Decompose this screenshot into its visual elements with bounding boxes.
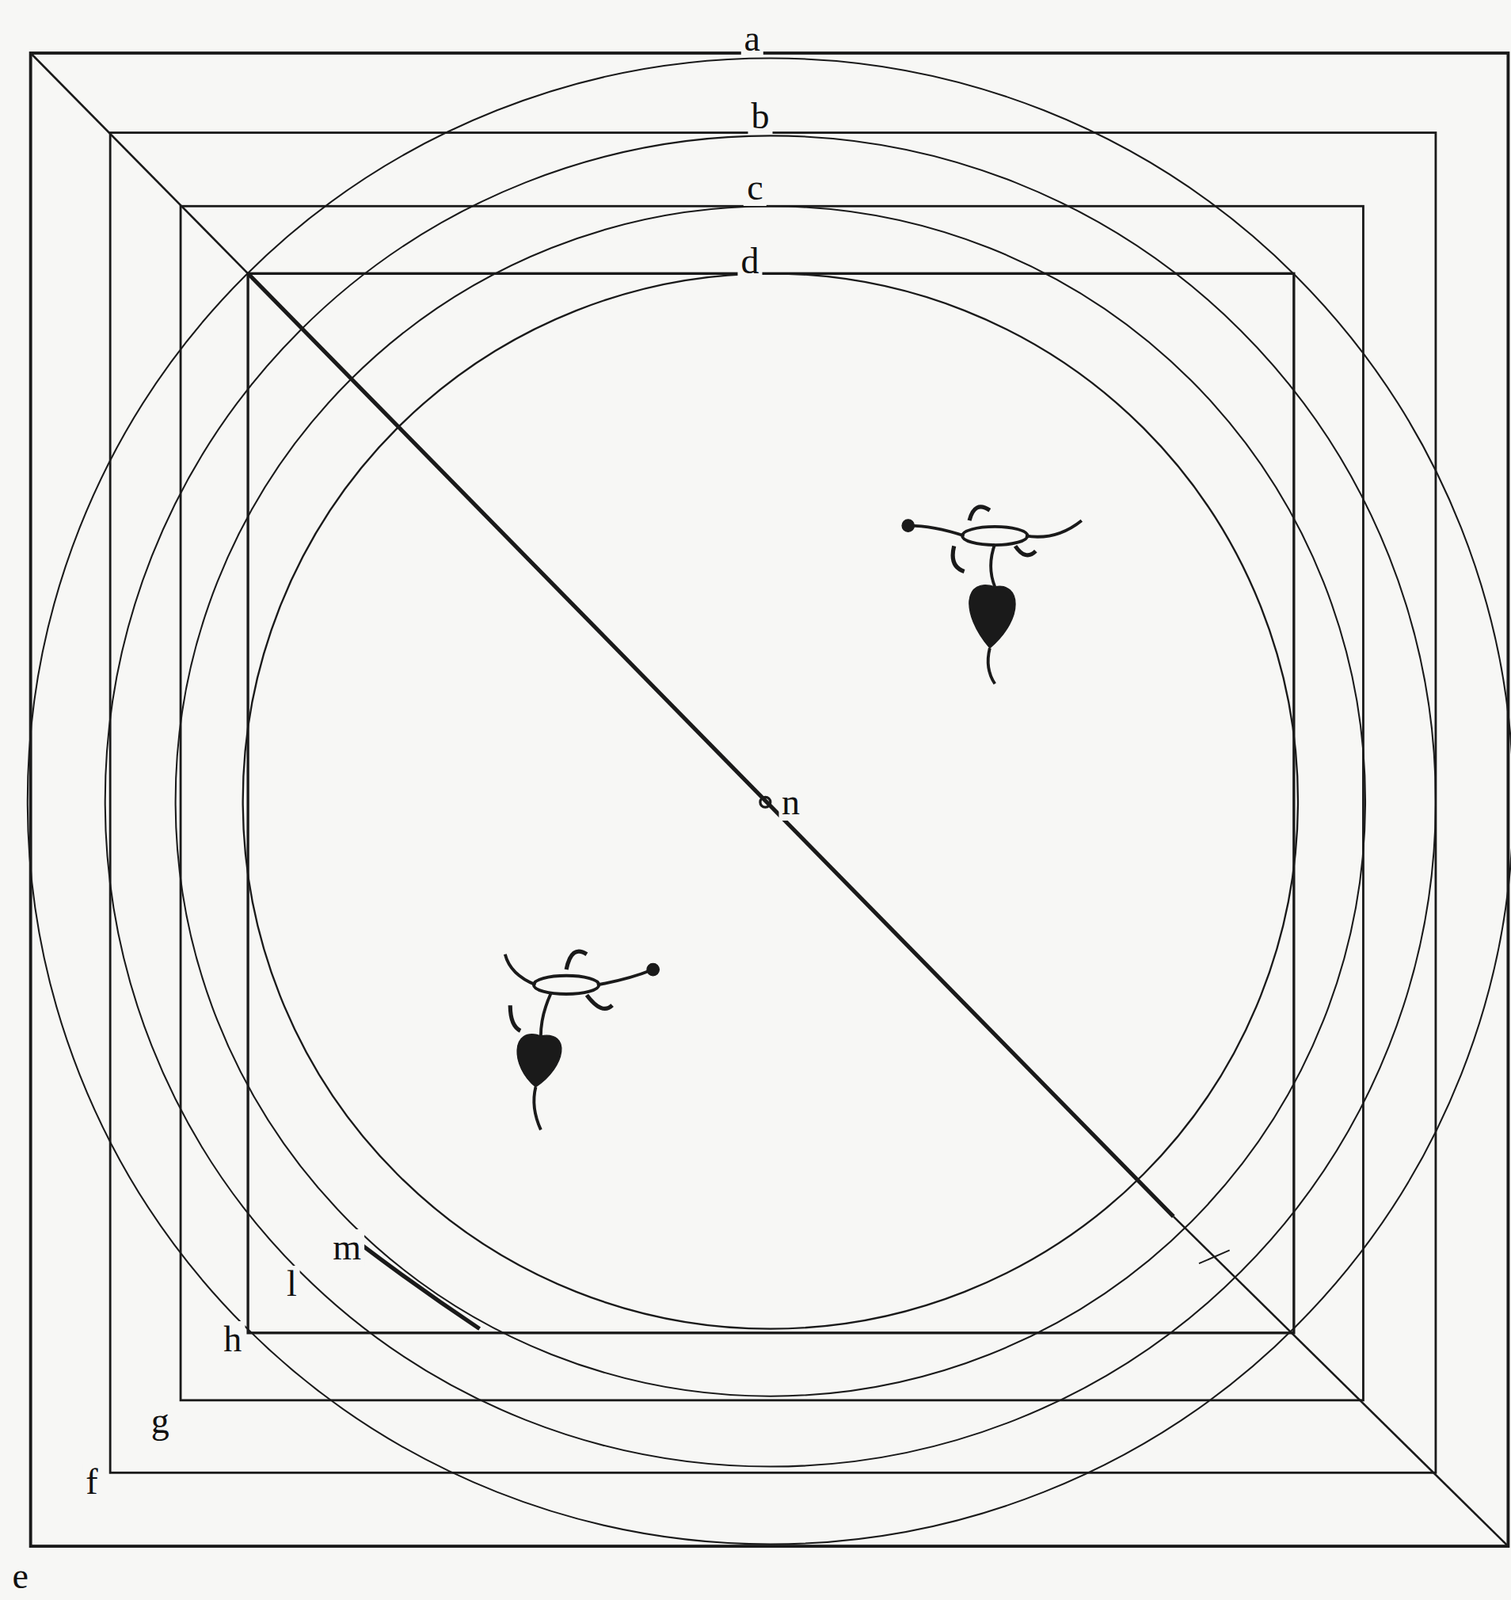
circle-a bbox=[27, 57, 1511, 1544]
circle-b bbox=[105, 135, 1436, 1466]
circle-d bbox=[243, 273, 1298, 1329]
point-letter: l bbox=[283, 1265, 301, 1302]
diagonal bbox=[30, 53, 248, 274]
circle-c bbox=[175, 205, 1366, 1396]
point-letter: c bbox=[743, 169, 766, 206]
figure-lines bbox=[27, 53, 1511, 1546]
square-b bbox=[110, 133, 1436, 1473]
point-letter: h bbox=[220, 1320, 245, 1358]
fleuron bbox=[902, 506, 1082, 684]
point-letter: b bbox=[747, 98, 773, 135]
square-c bbox=[180, 205, 1363, 1401]
ornaments bbox=[505, 506, 1082, 1130]
square-d bbox=[247, 273, 1295, 1333]
square-a bbox=[30, 53, 1509, 1546]
point-letter: e bbox=[9, 1557, 32, 1595]
point-letter: a bbox=[740, 20, 763, 58]
point-letter: d bbox=[738, 243, 763, 280]
centre-dot bbox=[760, 796, 771, 807]
arc-thick bbox=[359, 1242, 480, 1329]
tick bbox=[1198, 1249, 1230, 1264]
point-letter: f bbox=[82, 1463, 101, 1500]
fleuron bbox=[505, 951, 660, 1130]
point-letter: n bbox=[778, 784, 804, 821]
point-letter: m bbox=[329, 1229, 365, 1266]
diagonal-thick bbox=[247, 273, 1174, 1217]
diagonal bbox=[1173, 1216, 1509, 1546]
point-letter: g bbox=[148, 1402, 173, 1439]
spacer bbox=[1435, 53, 1508, 134]
